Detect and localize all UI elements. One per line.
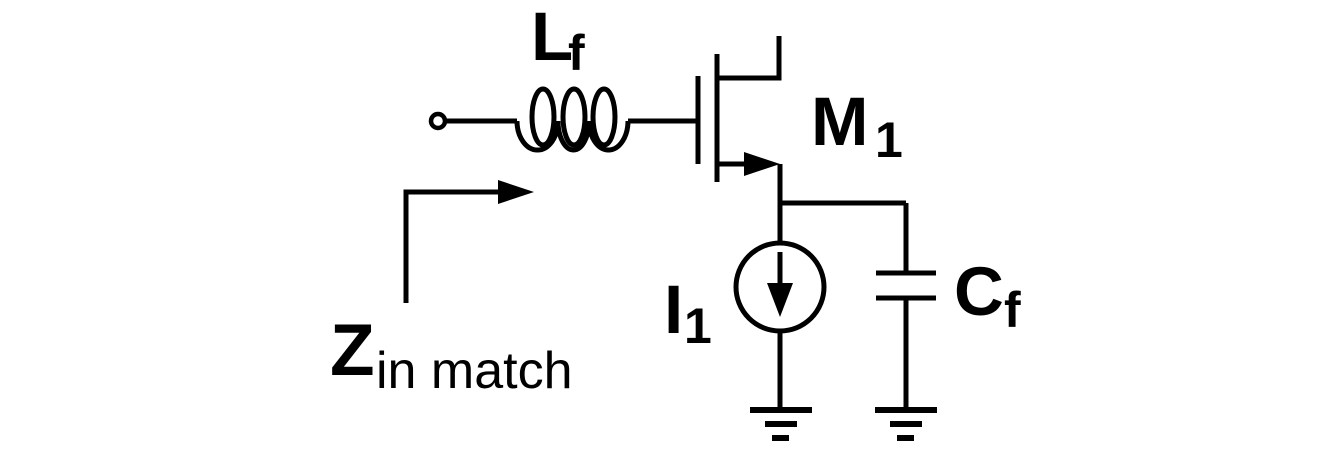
- capacitor-label: C f: [954, 253, 1021, 338]
- mosfet-drain-lead: [717, 36, 782, 81]
- current-arrow-icon: [767, 283, 793, 317]
- transistor-label-sub: 1: [875, 112, 903, 168]
- mosfet-source-arrow-icon: [744, 152, 780, 176]
- transistor-label: M 1: [811, 83, 903, 168]
- current-source-label: I 1: [664, 271, 712, 354]
- inductor-label-sub: f: [568, 25, 585, 81]
- capacitor-symbol: [876, 203, 936, 410]
- impedance-arrow-icon: [403, 180, 534, 303]
- capacitor-label-main: C: [954, 253, 1004, 330]
- impedance-label: Z in match: [330, 310, 573, 400]
- capacitor-label-sub: f: [1004, 282, 1021, 338]
- impedance-label-sub: in match: [376, 342, 573, 400]
- inductor-symbol: [514, 86, 631, 153]
- ground-icon: [750, 407, 812, 441]
- current-source-symbol: [733, 240, 827, 410]
- current-source-label-main: I: [664, 271, 683, 348]
- inductor-label: L f: [531, 0, 585, 81]
- current-source-label-sub: 1: [684, 298, 712, 354]
- inductor-label-main: L: [531, 0, 573, 75]
- transistor-label-main: M: [811, 83, 868, 160]
- impedance-label-main: Z: [330, 310, 375, 391]
- mosfet-symbol: [695, 36, 782, 182]
- input-terminal: [428, 111, 448, 131]
- ground-icon: [875, 407, 937, 441]
